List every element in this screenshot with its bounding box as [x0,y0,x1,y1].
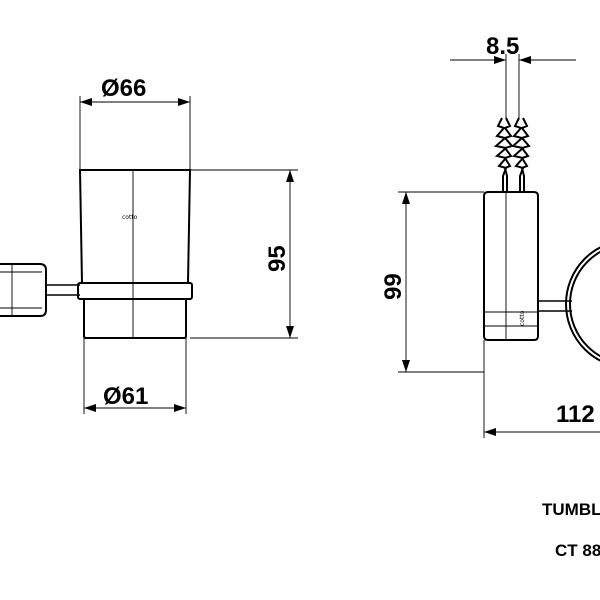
side-view: cotto 8.5 [380,33,600,438]
dimension-top-diameter [79,96,191,170]
label-projection: 112 [556,401,595,428]
tumbler-body [77,169,193,339]
product-code: CT 88 [555,541,600,560]
screw-right [510,117,531,192]
label-height: 95 [264,245,291,272]
dimension-height [190,169,298,339]
front-view: cotto Ø66 Ø61 95 [0,75,298,414]
label-bottom-diameter: Ø61 [103,383,148,410]
screw-left [493,117,514,192]
label-screw-spacing: 8.5 [486,33,519,60]
label-top-diameter: Ø66 [101,75,146,102]
brand-mark-side: cotto [519,310,526,326]
label-plate-height: 99 [380,273,407,300]
holder-arm [538,246,600,362]
wall-plate [483,191,539,341]
dimension-plate-height [398,191,484,373]
dimension-bottom-diameter [83,338,187,414]
dimension-projection [483,340,600,438]
brand-mark-front: cotto [122,214,138,221]
dimension-screw-spacing [450,54,576,118]
title-block: TUMBLI CT 88 [542,500,600,560]
wall-screws [493,117,531,192]
wall-bracket [0,263,80,317]
product-name: TUMBLI [542,500,600,519]
